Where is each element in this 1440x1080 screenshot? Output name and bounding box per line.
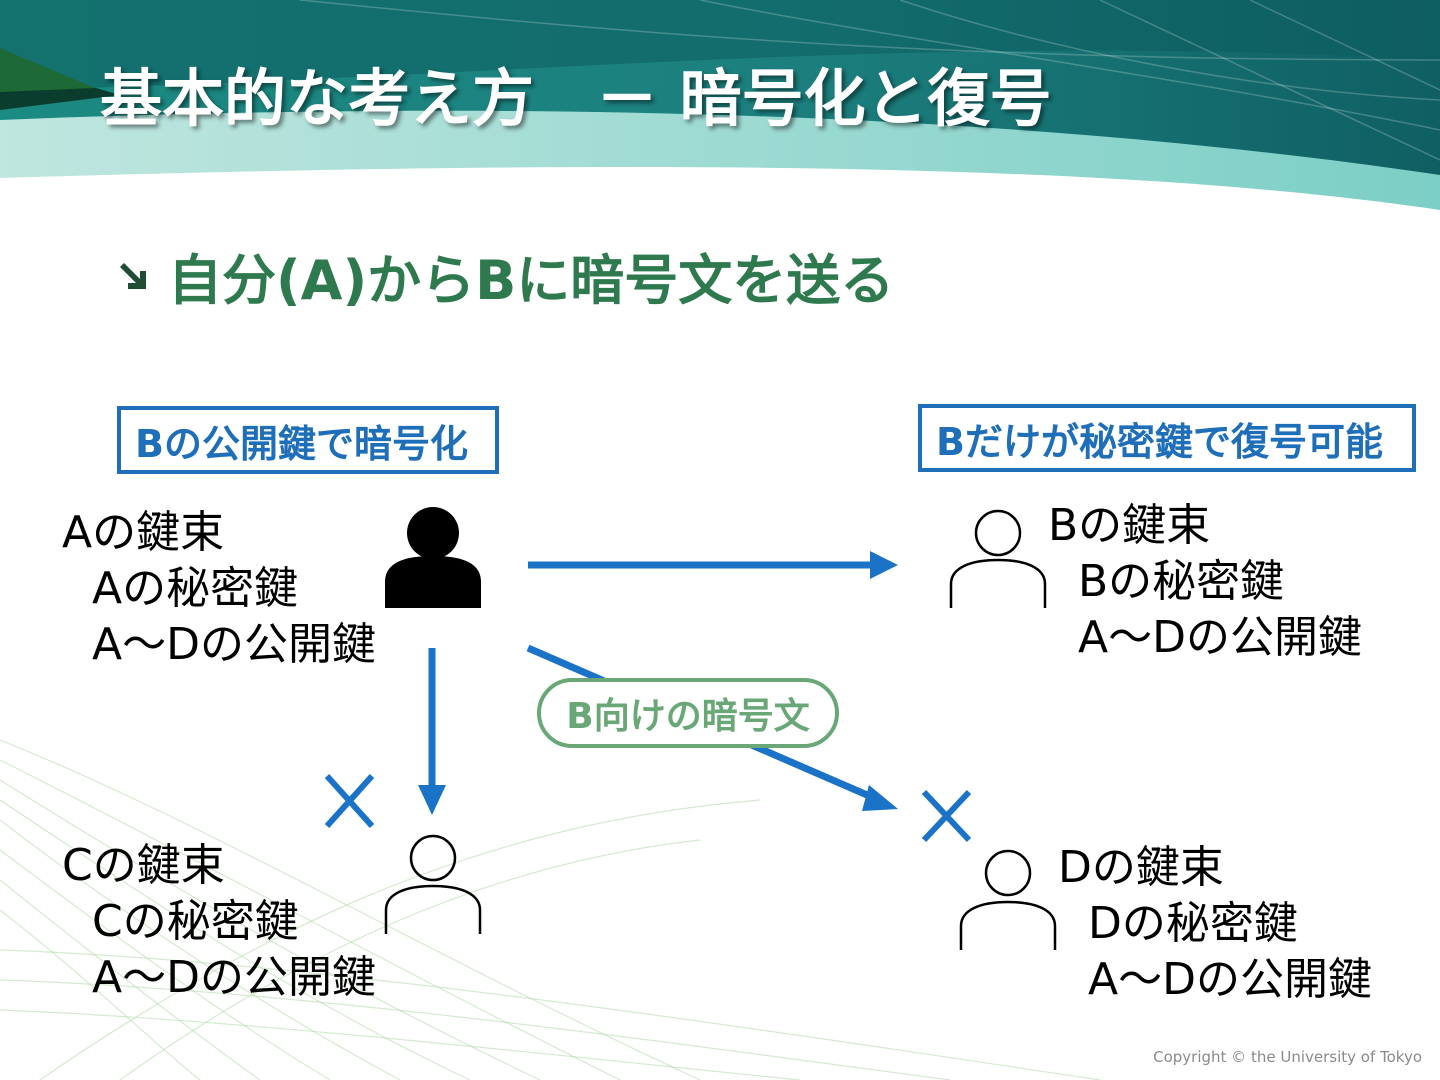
arrow-a-to-b (528, 551, 898, 579)
bullet-line: 自分(A)からBに暗号文を送る (118, 236, 894, 315)
header-band (0, 0, 1440, 210)
page-title: 基本的な考え方 － 暗号化と復号 (100, 62, 1052, 135)
keyring-b-secret: Bの秘密鍵 (1078, 556, 1285, 607)
arrow-a-to-c (418, 648, 446, 815)
keyring-a: Aの鍵束 Aの秘密鍵 A～Dの公開鍵 (62, 505, 376, 673)
person-outline-icon-d (959, 849, 1057, 950)
keyring-b-public: A～Dの公開鍵 (1078, 612, 1362, 663)
copyright-text: Copyright © the University of Tokyo (1153, 1048, 1422, 1066)
bullet-text: 自分(A)からBに暗号文を送る (168, 249, 895, 312)
keyring-b-title: Bの鍵束 (1048, 500, 1211, 551)
keyring-c-public: A～Dの公開鍵 (92, 952, 376, 1003)
keyring-a-title: Aの鍵束 (62, 507, 225, 558)
cross-icon-c (324, 773, 375, 829)
arrow-down-right-icon (118, 259, 168, 293)
keyring-a-secret: Aの秘密鍵 (92, 563, 299, 614)
keyring-a-public: A～Dの公開鍵 (92, 619, 376, 670)
keyring-c-secret: Cの秘密鍵 (92, 896, 299, 947)
keyring-d-title: Dの鍵束 (1058, 842, 1224, 893)
decrypt-label-box: Bだけが秘密鍵で復号可能 (918, 404, 1416, 472)
keyring-b: Bの鍵束 Bの秘密鍵 A～Dの公開鍵 (1048, 498, 1362, 666)
person-outline-icon-c (384, 834, 482, 934)
person-filled-icon (385, 507, 481, 608)
keyring-c-title: Cの鍵束 (62, 840, 225, 891)
keyring-c: Cの鍵束 Cの秘密鍵 A～Dの公開鍵 (62, 838, 376, 1006)
keyring-d-public: A～Dの公開鍵 (1088, 954, 1372, 1005)
keyring-d: Dの鍵束 Dの秘密鍵 A～Dの公開鍵 (1058, 840, 1372, 1008)
cross-icon-d (921, 789, 972, 843)
person-outline-icon-b (949, 509, 1047, 608)
keyring-d-secret: Dの秘密鍵 (1088, 898, 1298, 949)
encrypt-label-box: Bの公開鍵で暗号化 (117, 406, 499, 474)
ciphertext-pill: B向けの暗号文 (537, 678, 839, 748)
decorative-lines (0, 739, 1101, 1080)
